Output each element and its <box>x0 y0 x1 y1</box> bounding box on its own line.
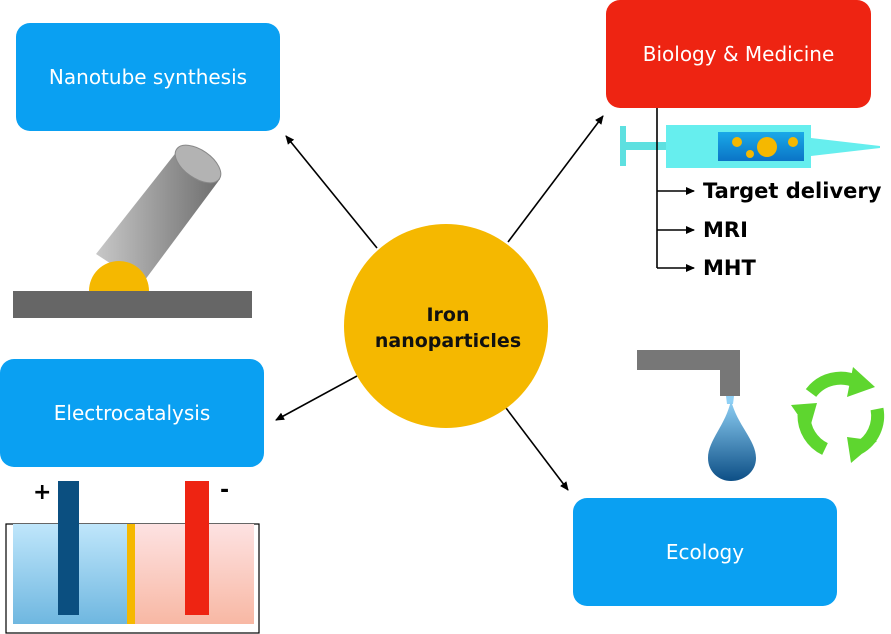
plus-sign: + <box>33 480 52 505</box>
nanotube-icon <box>13 144 252 318</box>
biology-list-connector <box>656 108 695 272</box>
water-drop-icon <box>708 400 756 481</box>
connector-arrows <box>275 115 604 491</box>
nanotube-synthesis-label: Nanotube synthesis <box>48 65 248 89</box>
electrocatalysis-box: Electrocatalysis <box>0 359 264 467</box>
electrocatalysis-label: Electrocatalysis <box>53 401 211 425</box>
anode-electrode <box>58 481 79 615</box>
faucet-icon <box>637 350 740 404</box>
biology-medicine-label: Biology & Medicine <box>642 42 835 66</box>
center-label-line1: Iron <box>426 304 470 326</box>
minus-sign: - <box>220 478 230 503</box>
cathode-electrode <box>185 481 209 615</box>
center-circle <box>344 224 548 428</box>
center-label: Iron nanoparticles <box>348 228 548 428</box>
arrow-to-nanotube <box>285 135 378 249</box>
biology-medicine-box: Biology & Medicine <box>606 0 871 108</box>
arrow-to-biology <box>507 115 604 243</box>
electrolysis-cell-icon <box>5 481 260 634</box>
ecology-box: Ecology <box>573 498 837 606</box>
biology-item-mht: MHT <box>703 256 756 280</box>
arrow-to-electrocatalysis <box>275 375 358 421</box>
syringe-icon <box>620 125 880 168</box>
biology-item-mri: MRI <box>703 218 748 242</box>
recycle-icon <box>791 367 885 463</box>
arrow-to-ecology <box>505 407 569 491</box>
biology-item-target-delivery: Target delivery <box>703 179 882 203</box>
center-label-line2: nanoparticles <box>374 330 522 352</box>
nanotube-synthesis-box: Nanotube synthesis <box>16 23 280 131</box>
ecology-label: Ecology <box>665 540 745 564</box>
